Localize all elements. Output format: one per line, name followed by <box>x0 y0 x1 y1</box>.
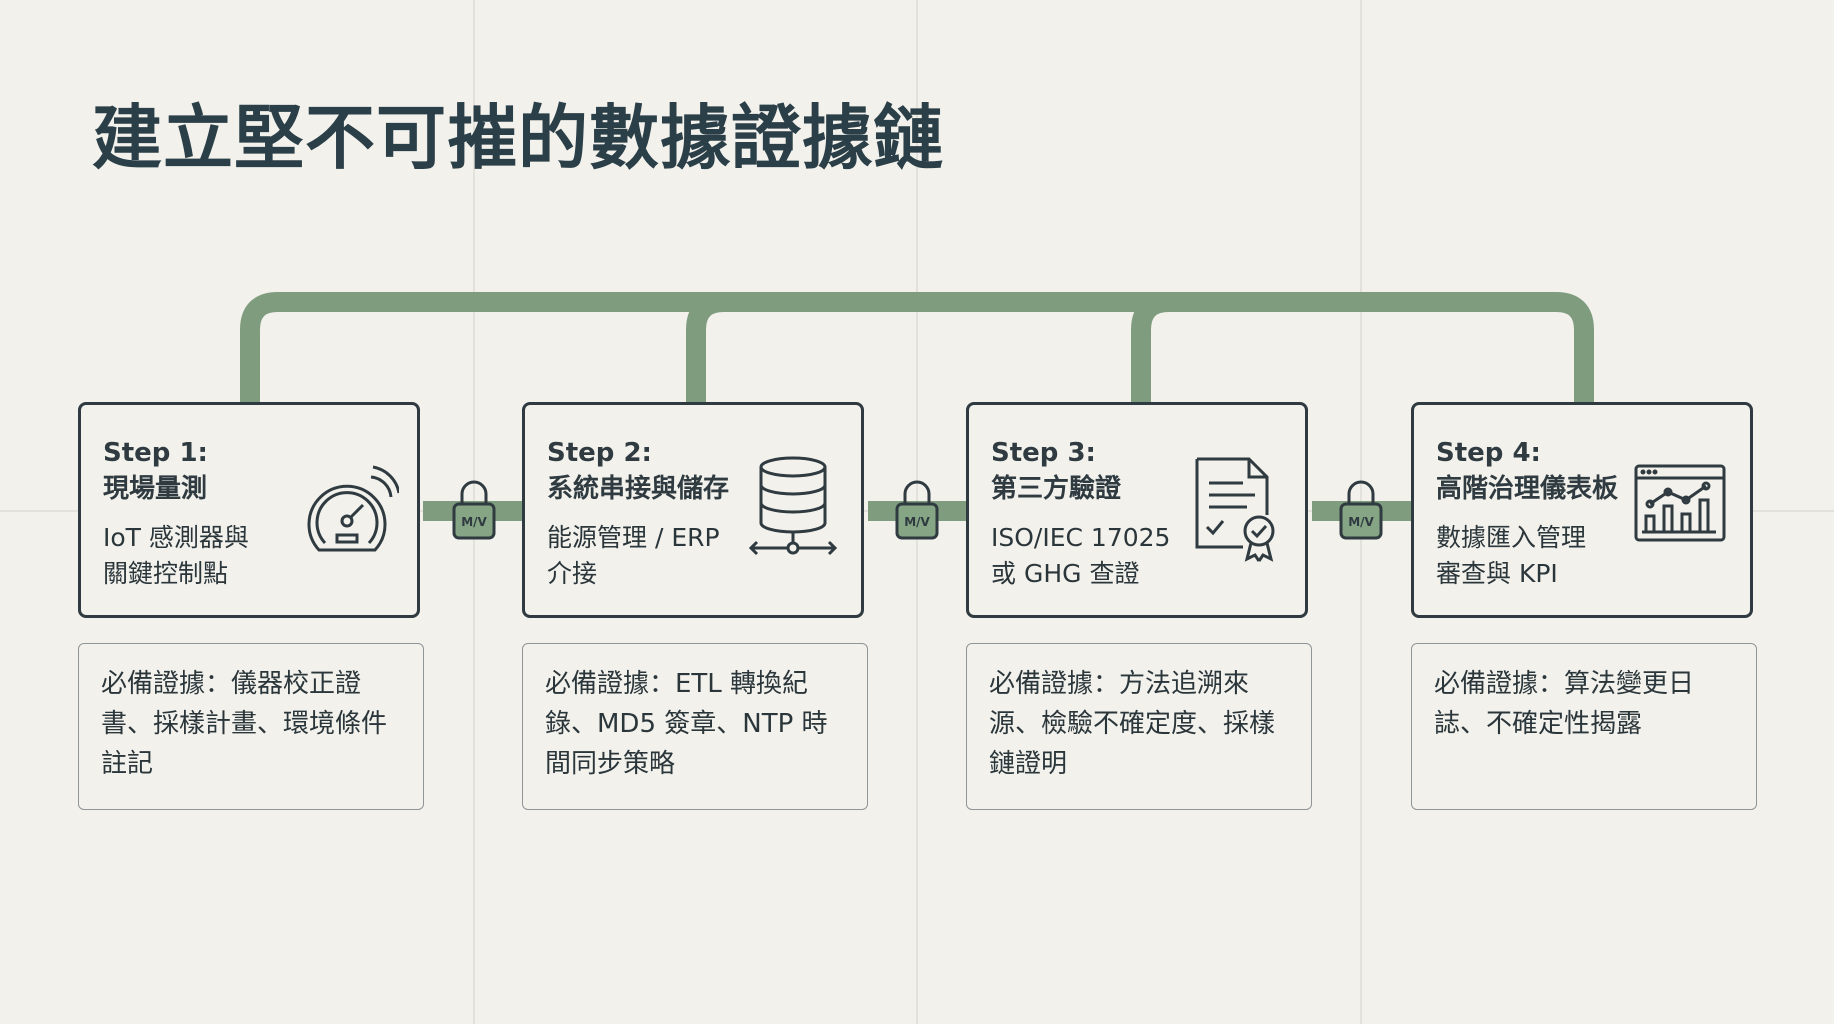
lock-icon: M/V <box>895 480 939 540</box>
lock-label: M/V <box>461 515 487 529</box>
step-label: Step 3: <box>991 438 1096 468</box>
certificate-document-icon <box>1195 457 1275 562</box>
lock-icon: M/V <box>452 480 496 540</box>
step-desc: ISO/IEC 17025 <box>991 523 1171 552</box>
step-name: 第三方驗證 <box>991 474 1122 504</box>
dashboard-chart-icon <box>1634 464 1726 542</box>
step-desc: 或 GHG 查證 <box>991 559 1140 588</box>
step-desc: 審查與 KPI <box>1436 559 1558 588</box>
lock-label: M/V <box>904 515 930 529</box>
step-desc: 介接 <box>547 559 598 588</box>
step-name: 現場量測 <box>103 474 208 504</box>
step-desc: 數據匯入管理 <box>1436 523 1587 552</box>
step-4-evidence: 必備證據：算法變更日誌、不確定性揭露 <box>1411 643 1757 810</box>
page-title: 建立堅不可摧的數據證據鏈 <box>92 97 944 179</box>
step-label: Step 4: <box>1436 438 1541 468</box>
step-3-evidence: 必備證據：方法追溯來源、檢驗不確定度、採樣鏈證明 <box>966 643 1312 810</box>
lock-label: M/V <box>1348 515 1374 529</box>
step-2-card: Step 2: 系統串接與儲存 能源管理 / ERP 介接 <box>522 402 864 618</box>
step-1-evidence: 必備證據：儀器校正證書、採樣計畫、環境條件註記 <box>78 643 424 810</box>
step-name: 高階治理儀表板 <box>1436 474 1619 504</box>
step-1-card: Step 1: 現場量測 IoT 感測器與關鍵控制點 <box>78 402 420 618</box>
step-2-evidence: 必備證據：ETL 轉換紀錄、MD5 簽章、NTP 時間同步策略 <box>522 643 868 810</box>
step-label: Step 1: <box>103 438 208 468</box>
step-desc: 能源管理 / ERP <box>547 523 720 552</box>
step-label: Step 2: <box>547 438 652 468</box>
step-4-card: Step 4: 高階治理儀表板 數據匯入管理審查與 KPI <box>1411 402 1753 618</box>
database-icon <box>748 456 838 556</box>
gauge-wireless-icon <box>307 465 399 552</box>
lock-icon: M/V <box>1339 480 1383 540</box>
step-3-card: Step 3: 第三方驗證 ISO/IEC 17025 或 GHG 查證 <box>966 402 1308 618</box>
step-name: 系統串接與儲存 <box>547 474 730 504</box>
step-desc: 關鍵控制點 <box>103 559 229 588</box>
step-desc: IoT 感測器與 <box>103 523 249 552</box>
